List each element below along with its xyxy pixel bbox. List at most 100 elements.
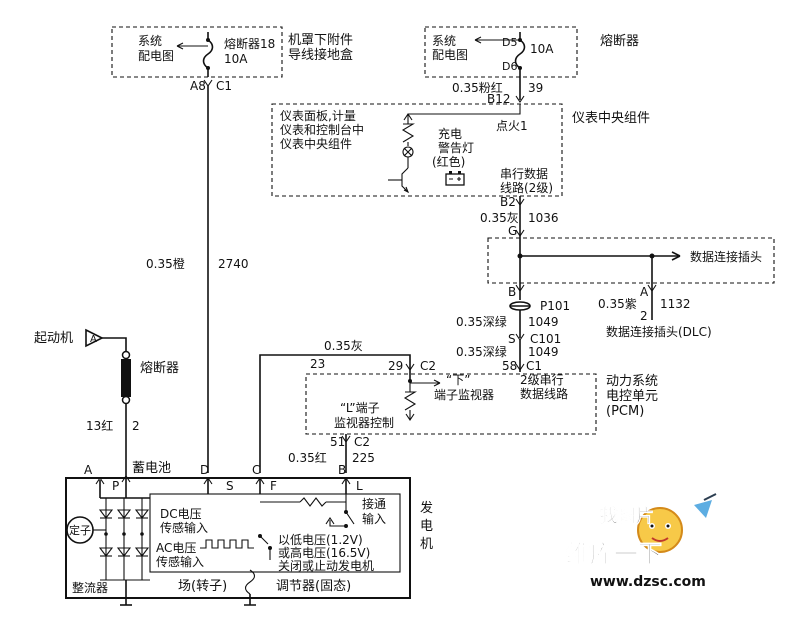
fusible-link [121, 359, 131, 397]
wire-1132-number: 1132 [660, 297, 691, 311]
terminal-c: C [252, 463, 260, 477]
lamp-label-1: 充电 [438, 126, 462, 141]
voltage-label-3: 关闭或止动发电机 [278, 558, 374, 573]
ignition-1-label: 点火1 [496, 119, 528, 133]
pin-29: 29 [388, 359, 403, 373]
l-terminal-label-1: “L”端子 [340, 401, 380, 415]
fuse-pin-d6: D6 [502, 60, 517, 73]
pcm-title-2: 电控单元 [606, 389, 658, 404]
fuse-box-right-title-2: 配电图 [432, 48, 468, 62]
down-terminal-label-1: “下” [446, 373, 470, 387]
field-rotor-label: 场(转子) [178, 579, 227, 594]
rectifier-label: 整流器 [72, 580, 108, 595]
instrument-panel-cluster: 仪表面板,计量 仪表和控制台中 仪表中央组件 点火1 充电 警告灯 (红色) 串… [271, 103, 563, 197]
fuse-right-rating: 10A [530, 42, 554, 56]
fusible-link-label: 熔断器 [140, 361, 179, 376]
serial-data-label-2: 线路(2级) [500, 180, 553, 195]
l-terminal-label-2: 监视器控制 [334, 415, 394, 430]
pcm-title-1: 动力系统 [606, 374, 658, 389]
wire-2740-spec: 0.35橙 [146, 256, 185, 271]
generator-title-3: 机 [420, 537, 433, 552]
watermark-url: www.dzsc.com [590, 574, 706, 590]
dc-sense-label-2: 传感输入 [160, 520, 208, 535]
pin-58: 58 [502, 359, 517, 373]
stator-label: 定子 [69, 523, 91, 537]
dc-sense-label-1: DC电压 [160, 507, 202, 521]
pin-a8: A8 [190, 79, 206, 93]
rectifier-bridge [98, 498, 150, 581]
terminal-f: F [270, 479, 277, 493]
fuse-box-left: 系统 配电图 熔断器18 10A [111, 26, 283, 78]
terminal-p: P [112, 479, 119, 493]
class2-label-2: 数据线路 [520, 386, 568, 401]
terminal-l: L [356, 479, 363, 493]
fuse-18-label: 熔断器18 [224, 36, 275, 51]
starter-label: 起动机 [34, 331, 73, 346]
wire-2740-number: 2740 [218, 257, 249, 271]
dlc-full-label: 数据连接插头(DLC) [606, 324, 712, 339]
terminal-s: S [226, 479, 234, 493]
wire-39-number: 39 [528, 81, 543, 95]
wire-23-spec: 0.35灰 [324, 339, 363, 353]
ipc-desc-2: 仪表和控制台中 [280, 122, 364, 137]
pin-c2-top: C2 [420, 359, 436, 373]
ac-sense-label-1: AC电压 [156, 541, 196, 555]
pin-c1-left: C1 [216, 79, 232, 93]
wire-13-spec: 13红 [86, 418, 113, 433]
pin-2-dlc: 2 [640, 309, 648, 323]
battery-label: 蓄电池 [132, 461, 171, 476]
pin-s: S [508, 332, 516, 346]
pin-b12: B12 [487, 92, 511, 106]
fuse-pin-d5: D5 [502, 36, 517, 49]
voltage-label-1: 以低电压(1.2V) [278, 533, 363, 547]
fuse-box-right: 系统 配电图 D5 10A D6 [424, 26, 578, 78]
generator-title-2: 电 [420, 519, 433, 534]
serial-data-label-1: 串行数据 [500, 166, 548, 181]
lamp-label-3: (红色) [432, 154, 465, 169]
pin-b2: B2 [500, 195, 516, 209]
starter-terminal-a: A [90, 334, 97, 345]
voltage-label-2: 或高电压(16.5V) [278, 545, 370, 560]
pcm-title-3: (PCM) [606, 404, 644, 419]
ipc-desc-3: 仪表中央组件 [280, 136, 352, 151]
watermark-top: 找图片 [600, 505, 654, 527]
pin-c2-bottom: C2 [354, 435, 370, 449]
ipc-title: 仪表中央组件 [572, 111, 650, 126]
wire-1049-spec: 0.35深绿 [456, 314, 507, 329]
wire-1049-number: 1049 [528, 315, 559, 329]
pin-b-splice: B [508, 285, 516, 299]
watermark-logo: 找图片 维库一下 www.dzsc.com [566, 493, 717, 590]
underhood-box-label-2: 导线接地盒 [288, 47, 353, 63]
class2-label-1: 2级串行 [520, 373, 564, 387]
fuse-right-label: 熔断器 [600, 34, 639, 49]
wire-1049b-number: 1049 [528, 345, 559, 359]
dlc-label: 数据连接插头 [690, 249, 762, 264]
fuse-box-right-title-1: 系统 [432, 34, 456, 48]
pin-51: 51 [330, 435, 345, 449]
connector-c101: C101 [530, 332, 561, 346]
connect-input-label-1: 接通 [362, 496, 386, 511]
pin-c1-pcm: C1 [526, 359, 542, 373]
wire-1036-number: 1036 [528, 211, 559, 225]
terminal-a: A [84, 463, 93, 477]
connector-p101 [509, 301, 531, 311]
data-link-splice-box [487, 237, 775, 284]
lamp-label-2: 警告灯 [438, 140, 474, 155]
fuse-box-left-title-1: 系统 [138, 34, 162, 48]
terminal-b: B [338, 463, 346, 477]
wire-13-number: 2 [132, 419, 140, 433]
pin-a-dlc: A [640, 285, 649, 299]
regulator-label: 调节器(固态) [276, 579, 351, 594]
p101-label: P101 [540, 299, 570, 313]
ac-sense-label-2: 传感输入 [156, 554, 204, 569]
wire-39-spec: 0.35粉红 [452, 80, 503, 95]
wire-225-spec: 0.35红 [288, 450, 327, 465]
ipc-desc-1: 仪表面板,计量 [280, 109, 356, 123]
battery-warning-icon [445, 171, 465, 186]
generator-assembly: 蓄电池 A D C B P [65, 461, 411, 606]
underhood-box-label-1: 机罩下附件 [288, 33, 353, 48]
wire-225-number: 225 [352, 451, 375, 465]
fuse-18-rating: 10A [224, 52, 248, 66]
wire-1132-spec: 0.35紫 [598, 297, 637, 311]
